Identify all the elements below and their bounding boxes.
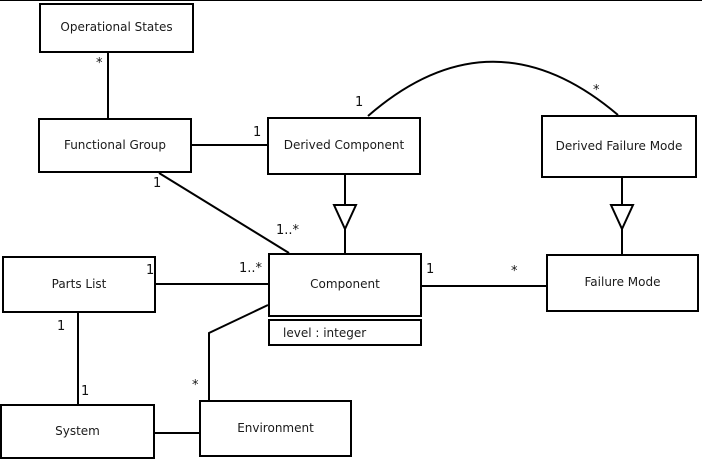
multiplicity-component-right: 1 (426, 262, 435, 277)
class-box-parts-list: Parts List (2, 256, 156, 313)
multiplicity-parts-list-right: 1 (146, 263, 155, 278)
class-label-derived-failure-mode: Derived Failure Mode (555, 138, 683, 153)
multiplicity-component-topleft: 1..* (276, 223, 300, 238)
class-box-failure-mode: Failure Mode (546, 254, 699, 312)
class-attribute-level: level : integer (283, 325, 367, 340)
class-box-system: System (0, 404, 155, 459)
multiplicity-component-left: 1..* (239, 261, 263, 276)
generalization-arrow-icon (609, 204, 635, 232)
class-label-derived-component: Derived Component (283, 138, 405, 153)
edge-derived-component-derived-failure-mode-arc (367, 60, 619, 117)
multiplicity-arc-derived-component-end: 1 (355, 95, 364, 110)
class-box-component: Component (268, 253, 422, 317)
multiplicity-operational-states-end: * (96, 56, 103, 71)
class-box-derived-failure-mode: Derived Failure Mode (541, 115, 697, 178)
multiplicity-functional-group-bottom: 1 (153, 176, 162, 191)
multiplicity-derived-component-left: 1 (253, 125, 262, 140)
class-box-environment: Environment (199, 400, 352, 457)
multiplicity-system-top: 1 (81, 384, 90, 399)
class-box-functional-group: Functional Group (38, 118, 192, 173)
class-attribute-box-component: level : integer (268, 319, 422, 346)
edge-functional-group-component (158, 172, 290, 254)
class-label-environment: Environment (237, 420, 314, 435)
multiplicity-failure-mode-left: * (511, 264, 518, 279)
class-box-derived-component: Derived Component (267, 117, 421, 175)
class-label-functional-group: Functional Group (63, 137, 167, 152)
class-label-failure-mode: Failure Mode (584, 275, 661, 290)
edge-environment-component (208, 304, 269, 400)
multiplicity-parts-list-bottom: 1 (57, 319, 66, 334)
multiplicity-environment-top: * (192, 378, 199, 393)
class-label-operational-states: Operational States (60, 20, 173, 35)
multiplicity-arc-derived-failure-mode-end: * (593, 83, 600, 98)
class-label-component: Component (310, 277, 380, 292)
class-label-system: System (55, 423, 100, 438)
generalization-arrow-icon (332, 204, 358, 232)
class-box-operational-states: Operational States (39, 3, 194, 53)
class-label-parts-list: Parts List (51, 276, 107, 291)
